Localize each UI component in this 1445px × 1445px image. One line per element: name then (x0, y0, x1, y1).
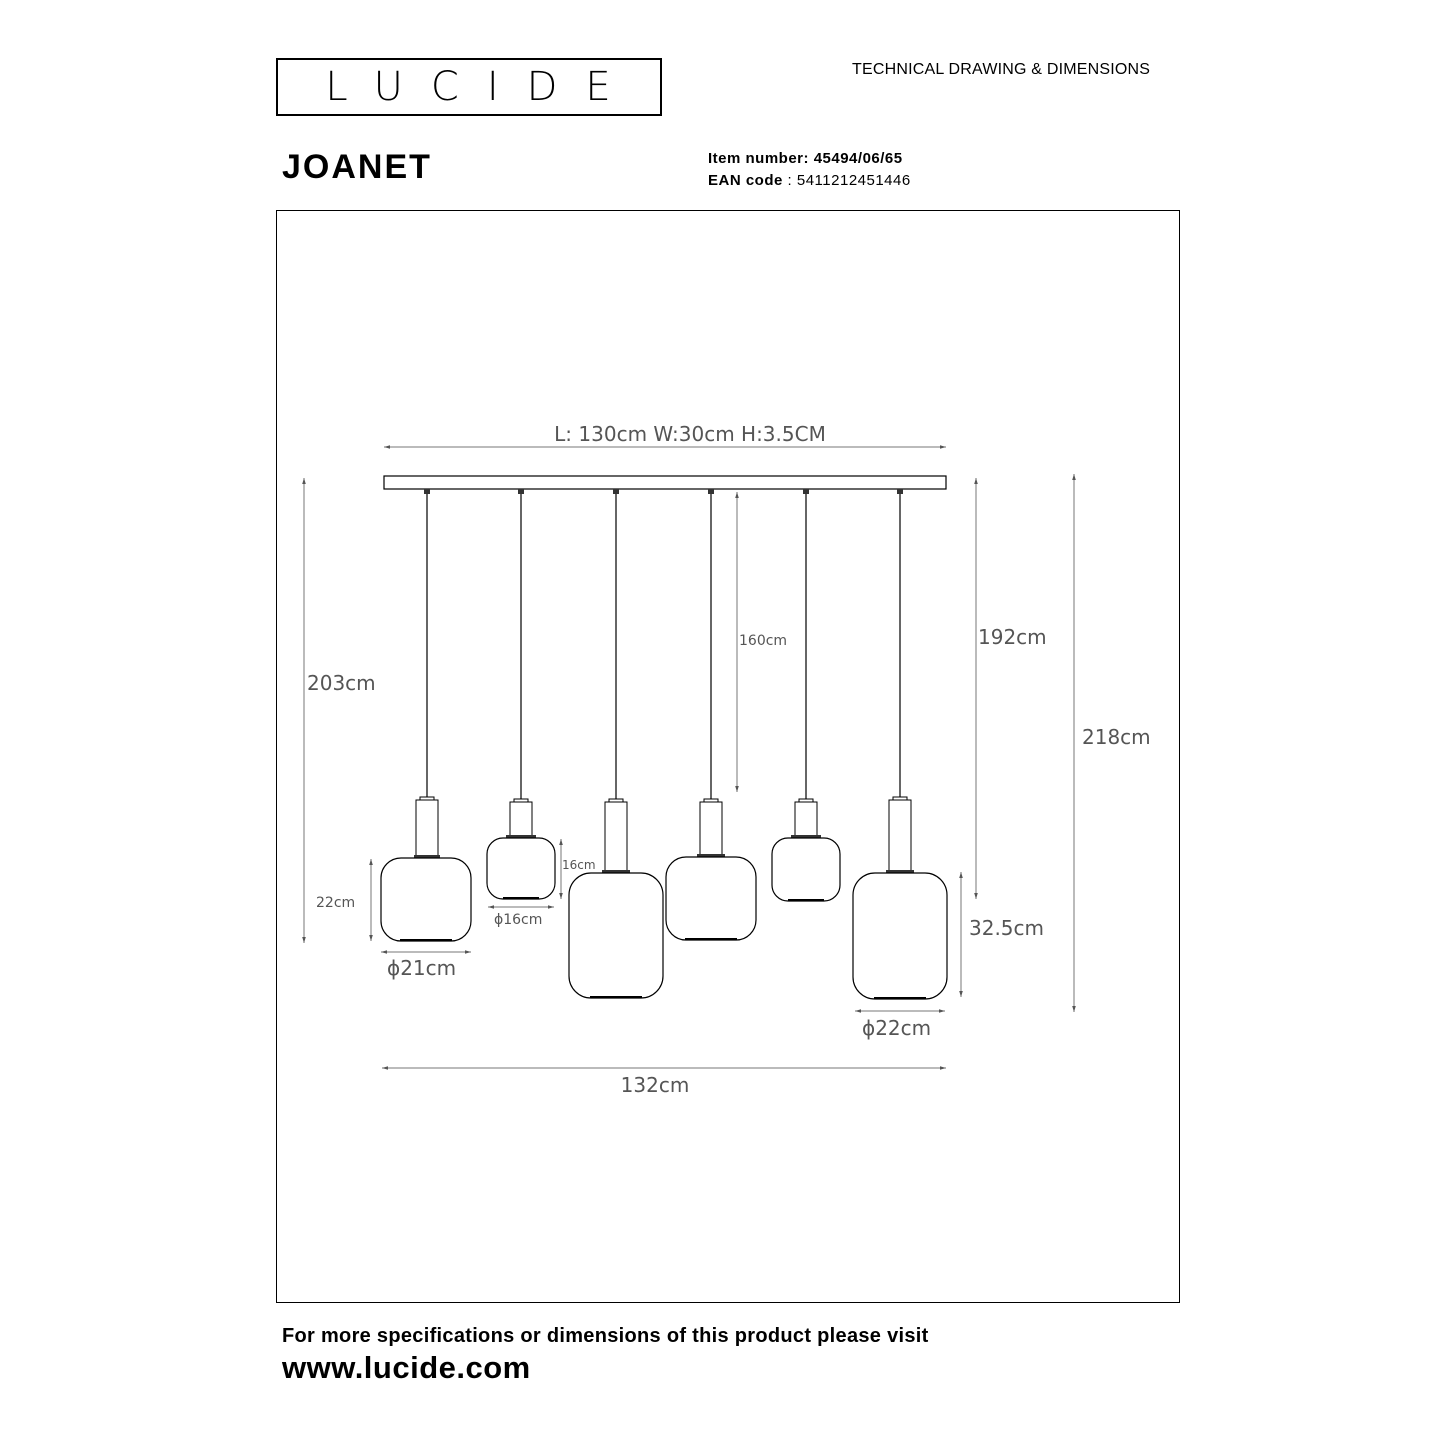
item-number-value: 45494/06/65 (813, 150, 903, 167)
document-header-title: TECHNICAL DRAWING & DIMENSIONS (852, 61, 1151, 78)
shade-height-small-left-label: 22cm (316, 895, 355, 911)
ean-code-line: EAN code : 5411212451446 (708, 172, 911, 189)
ean-code-separator: : (782, 172, 797, 189)
total-height-right-label: 218cm (1082, 725, 1151, 749)
pendant-3 (568, 489, 664, 999)
ean-code-value: 5411212451446 (796, 172, 911, 189)
item-number-label: Item number (708, 150, 804, 167)
shade-height-tiny-label: 16cm (562, 858, 596, 872)
overall-width-label: 132cm (621, 1073, 690, 1097)
shade-height-tall-label: 32.5cm (969, 916, 1044, 940)
diameter-left-label: ϕ21cm (387, 956, 456, 980)
diameter-tiny-label: ϕ16cm (494, 912, 542, 928)
brand-logo-text: LUCIDE (325, 64, 639, 110)
product-name: JOANET (282, 148, 432, 186)
drop-height-label: 192cm (978, 625, 1047, 649)
pendant-5 (771, 489, 841, 902)
canopy-dimensions-label: L: 130cm W:30cm H:3.5CM (554, 422, 826, 446)
drawing-frame (276, 210, 1180, 1303)
pendant-4 (665, 489, 757, 941)
total-height-left-label: 203cm (307, 671, 376, 695)
pendant-1 (380, 489, 472, 942)
brand-logo: LUCIDE (276, 58, 662, 116)
cable-length-label: 160cm (739, 633, 787, 649)
item-number-separator: : (803, 150, 814, 167)
diameter-right-label: ϕ22cm (862, 1016, 931, 1040)
item-number-line: Item number: 45494/06/65 (708, 150, 903, 167)
canopy-bar (383, 475, 947, 490)
pendant-6 (852, 489, 948, 1000)
pendant-2 (486, 489, 556, 900)
ean-code-label: EAN code (708, 172, 783, 189)
footer-info-text: For more specifications or dimensions of… (282, 1325, 929, 1347)
footer-website-link[interactable]: www.lucide.com (282, 1350, 531, 1385)
